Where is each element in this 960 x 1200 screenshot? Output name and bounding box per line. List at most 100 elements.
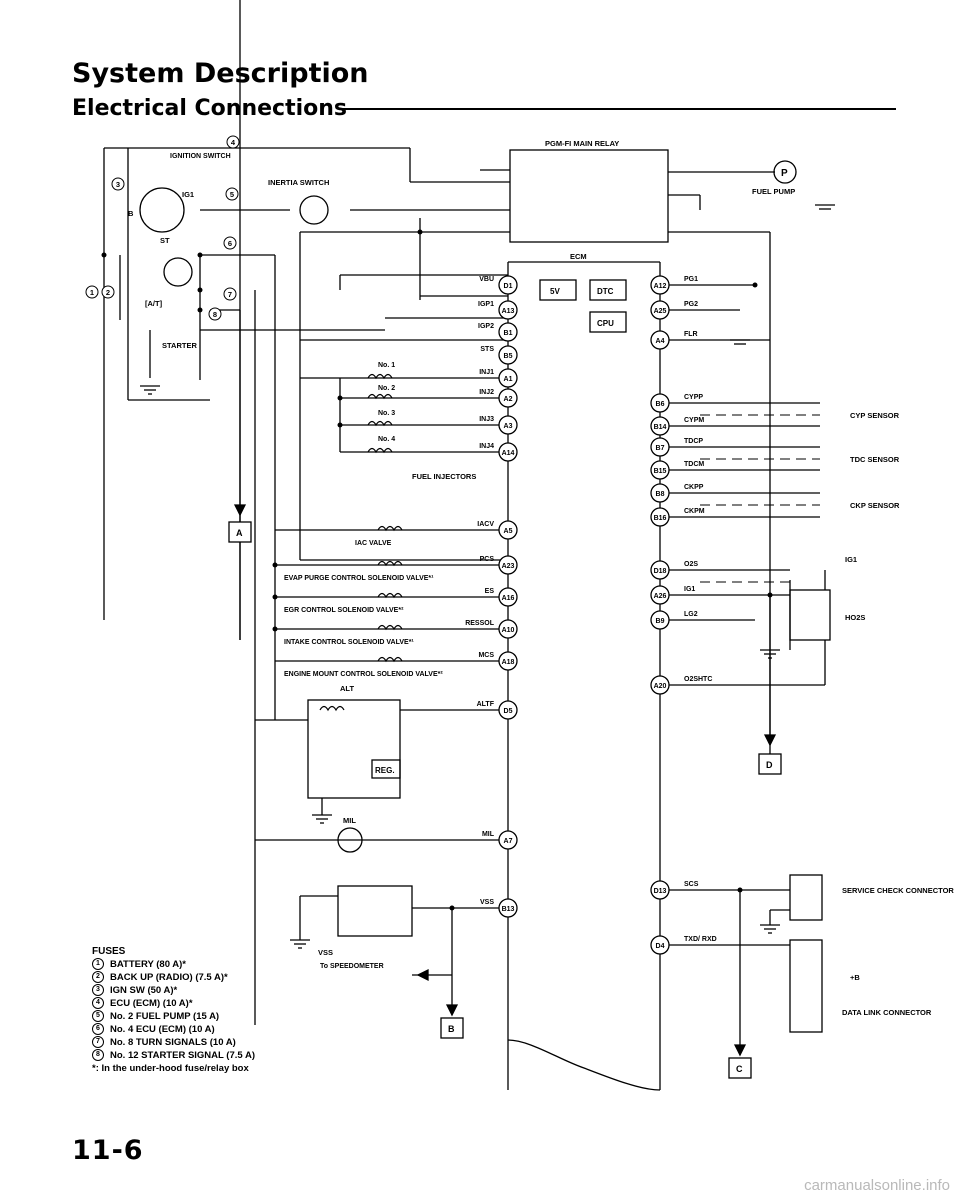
ecm-signal-label: CYPP <box>684 394 703 401</box>
reg-label: REG. <box>375 766 395 775</box>
ecm-pin-label: B14 <box>654 424 667 431</box>
fuse-item-label: No. 12 STARTER SIGNAL (7.5 A) <box>110 1050 255 1061</box>
ecm-pin-circle <box>498 442 518 462</box>
fuel-pump-label: FUEL PUMP <box>752 187 795 196</box>
ecm-pin-circle <box>498 520 518 540</box>
fuse-marker-6: 6 <box>228 239 232 248</box>
ecm-left-pins: D1VBUA13IGP1B1IGP2B5STSA1INJ1A2INJ2A3INJ… <box>465 275 518 918</box>
ecm-pin-circle <box>650 437 670 457</box>
fuse-marker-5: 5 <box>230 190 234 199</box>
ecm-pin-label: A26 <box>654 593 667 600</box>
injector-1-label: No. 1 <box>378 362 395 369</box>
cpu-label: CPU <box>597 319 614 328</box>
dtc-label: DTC <box>597 287 614 296</box>
fuse-item-label: ECU (ECM) (10 A)* <box>110 998 193 1009</box>
injector-coils <box>319 373 403 712</box>
fuse-marker-3: 3 <box>116 180 120 189</box>
fuse-marker-1: 1 <box>90 288 94 297</box>
box-d-label: D <box>766 760 773 770</box>
ecm-signal-label: O2S <box>684 561 698 568</box>
ecm-pin-label: A5 <box>504 528 513 535</box>
ecm-pin-circle <box>650 880 670 900</box>
fuse-marker-4: 4 <box>231 138 236 147</box>
data-link-label: DATA LINK CONNECTOR <box>842 1008 932 1017</box>
ecm-pin-circle <box>498 300 518 320</box>
ignition-switch-line: IGNITION SWITCH <box>170 153 231 160</box>
fuse-number: 1 <box>92 958 104 971</box>
ecm-signal-label: STS <box>480 346 494 353</box>
box-c-label: C <box>736 1064 743 1074</box>
ecm-pin-label: B6 <box>656 401 665 408</box>
sensor-dashes <box>700 414 820 583</box>
ecm-pin-circle <box>498 388 518 408</box>
ecm-pin-circle <box>498 830 518 850</box>
ecm-pin-circle <box>498 415 518 435</box>
ecm-signal-label: PCS <box>480 556 495 563</box>
fuses-heading: FUSES <box>92 946 126 957</box>
fuse-markers: 4 3 5 6 7 8 1 2 <box>85 135 240 321</box>
ecm-signal-label: MIL <box>482 831 495 838</box>
cyp-sensor-label: CYP SENSOR <box>850 411 900 420</box>
ecm-pin-circle <box>650 585 670 605</box>
ecm-pin-label: A1 <box>504 376 513 383</box>
evap-valve-label: EVAP PURGE CONTROL SOLENOID VALVE*¹ <box>284 575 434 582</box>
b-label: B <box>128 209 134 218</box>
fuse-item-label: No. 2 FUEL PUMP (15 A) <box>110 1011 220 1022</box>
ecm-signal-label: VSS <box>480 899 494 906</box>
ecm-pin-circle <box>498 898 518 918</box>
wires <box>103 147 831 1091</box>
ecm-pin-circle <box>498 651 518 671</box>
to-speedometer-label: To SPEEDOMETER <box>320 963 384 970</box>
ecm-pin-label: A7 <box>504 838 513 845</box>
ground-symbols <box>140 204 835 949</box>
ecm-pin-circle <box>650 460 670 480</box>
ecm-signal-label: TDCP <box>684 438 703 445</box>
ecm-label: ECM <box>570 252 587 261</box>
five-v-label: 5V <box>550 287 560 296</box>
ecm-signal-label: MCS <box>478 652 494 659</box>
ecm-pin-label: A12 <box>654 283 667 290</box>
main-relay-label: PGM-FI MAIN RELAY <box>545 139 619 148</box>
ig1-right-label: IG1 <box>845 555 857 564</box>
fuse-number: 2 <box>92 971 104 984</box>
ecm-pin-circle <box>498 345 518 365</box>
ecm-pin-label: A23 <box>502 563 515 570</box>
fuse-marker-2: 2 <box>106 288 110 297</box>
ecm-pin-label: D4 <box>656 943 665 950</box>
fuse-item: 2 BACK UP (RADIO) (7.5 A)* <box>92 971 255 984</box>
ecm-pin-circle <box>498 587 518 607</box>
fuel-injectors-label: FUEL INJECTORS <box>412 472 476 481</box>
ecm-signal-label: IGP1 <box>478 301 494 308</box>
ecm-signal-label: CKPM <box>684 508 705 515</box>
ecm-pin-label: A18 <box>502 659 515 666</box>
ecm-signal-label: INJ4 <box>479 443 494 450</box>
fuse-item-label: BACK UP (RADIO) (7.5 A)* <box>110 972 228 983</box>
ecm-signal-label: ALTF <box>477 701 495 708</box>
ho2s-label: HO2S <box>845 613 865 622</box>
fuel-pump-symbol: P <box>781 168 788 179</box>
ecm-pin-label: B16 <box>654 515 667 522</box>
ecm-pin-circle <box>650 483 670 503</box>
ecm-signal-label: O2SHTC <box>684 676 712 683</box>
ecm-pin-label: B7 <box>656 445 665 452</box>
ecm-pin-circle <box>650 675 670 695</box>
ecm-pin-label: D1 <box>504 283 513 290</box>
subtitle-rule <box>340 108 896 110</box>
watermark: carmanualsonline.info <box>804 1177 950 1194</box>
fuse-marker-8: 8 <box>213 310 217 319</box>
fuse-number: 7 <box>92 1036 104 1049</box>
ecm-signal-label: CKPP <box>684 484 704 491</box>
ecm-pin-label: A10 <box>502 627 515 634</box>
ecm-pin-circle <box>498 619 518 639</box>
ecm-signal-label: IGP2 <box>478 323 494 330</box>
ecm-signal-label: PG2 <box>684 301 698 308</box>
plus-b-label: +B <box>850 973 860 982</box>
fuse-item-label: No. 4 ECU (ECM) (10 A) <box>110 1024 215 1035</box>
ecm-pin-circle <box>498 700 518 720</box>
ecm-pin-label: B1 <box>504 330 513 337</box>
